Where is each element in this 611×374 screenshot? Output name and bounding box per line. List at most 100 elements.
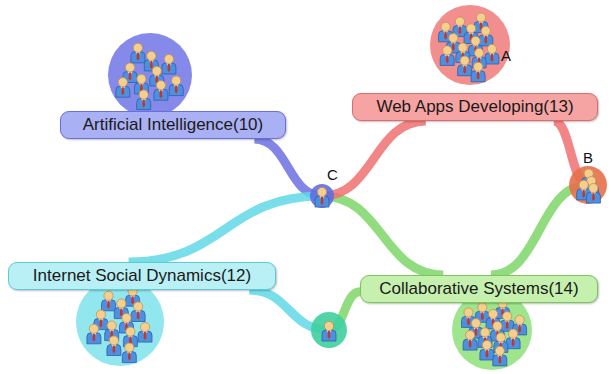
person-head [589, 184, 598, 193]
person-head [471, 319, 480, 328]
person-tie [481, 312, 484, 320]
person-head [134, 302, 143, 311]
person-head [147, 51, 156, 60]
person-head [496, 333, 505, 342]
flow-ribbon [129, 121, 426, 262]
person-body [87, 333, 101, 344]
person-icon [116, 78, 130, 98]
person-tie [142, 100, 145, 108]
person-body [315, 196, 329, 207]
person-head [156, 81, 165, 90]
person-head [455, 17, 464, 26]
community-box: Internet Social Dynamics(12) [8, 262, 276, 290]
person-head [96, 310, 105, 319]
person-head [133, 43, 142, 52]
person-tie [484, 36, 487, 44]
person-tie [93, 334, 96, 342]
person-head [474, 62, 483, 71]
person-head [471, 36, 480, 45]
person-head [109, 336, 118, 345]
person-tie [328, 331, 331, 339]
person-head [579, 180, 588, 189]
person-head [487, 44, 496, 53]
person-body [440, 54, 454, 65]
person-icon [87, 324, 101, 344]
community-circle [76, 278, 164, 366]
flow-ribbon [491, 121, 588, 275]
person-body [131, 52, 145, 63]
person-icon [500, 312, 514, 332]
person-tie [592, 193, 595, 201]
person-icon [131, 302, 145, 322]
community-label: Artificial Intelligence(10) [83, 115, 263, 135]
person-icon [102, 291, 116, 311]
person-icon [322, 321, 336, 341]
person-head [164, 54, 173, 63]
point-letter: B [583, 150, 593, 165]
community-circle [430, 5, 510, 85]
person-head [493, 321, 502, 330]
person-head [126, 327, 135, 336]
person-body [169, 85, 183, 96]
person-body [122, 352, 136, 363]
person-head [480, 328, 489, 337]
person-body [107, 345, 121, 356]
person-head [317, 187, 326, 196]
person-tie [128, 353, 131, 361]
person-icon [490, 321, 504, 341]
person-head [478, 303, 487, 312]
person-tie [144, 332, 147, 340]
person-icon [107, 336, 121, 356]
person-icon [586, 184, 600, 204]
person-tie [477, 72, 480, 80]
person-tie [491, 54, 494, 62]
person-icon [471, 62, 485, 82]
member-circle [311, 312, 347, 348]
community-box: Web Apps Developing(13) [352, 93, 598, 121]
person-head [441, 22, 450, 31]
person-head [495, 346, 504, 355]
person-body [102, 300, 116, 311]
person-head [324, 321, 333, 330]
community-label: Collaborative Systems(14) [379, 279, 578, 299]
person-tie [444, 32, 447, 40]
person-head [118, 78, 127, 87]
flow-ribbon [254, 139, 443, 275]
person-body [154, 89, 168, 100]
person-head [449, 33, 458, 42]
person-head [467, 24, 476, 33]
person-tie [506, 321, 509, 329]
person-head [489, 309, 498, 318]
person-head [503, 312, 512, 321]
community-label: Internet Social Dynamics(12) [33, 266, 251, 286]
ribbon-segment [322, 121, 426, 196]
point-letter: C [327, 167, 338, 182]
person-body [458, 65, 472, 76]
ribbon-segment [491, 185, 588, 275]
person-head [89, 324, 98, 333]
person-body [322, 330, 336, 341]
person-tie [463, 66, 466, 74]
person-head [475, 48, 484, 57]
person-body [138, 331, 152, 342]
person-icon [493, 346, 507, 366]
person-tie [582, 190, 585, 198]
person-head [508, 329, 517, 338]
person-head [125, 343, 134, 352]
person-tie [150, 61, 153, 69]
person-body [485, 53, 499, 64]
community-label: Web Apps Developing(13) [376, 97, 573, 117]
member-circle [569, 166, 607, 204]
member-circle [310, 184, 334, 208]
person-body [493, 355, 507, 366]
person-tie [446, 55, 449, 63]
person-tie [321, 197, 324, 205]
community-box: Collaborative Systems(14) [360, 275, 598, 303]
person-tie [107, 301, 110, 309]
person-icon [154, 81, 168, 101]
person-head [137, 74, 146, 83]
person-tie [160, 90, 163, 98]
person-tie [100, 320, 103, 328]
